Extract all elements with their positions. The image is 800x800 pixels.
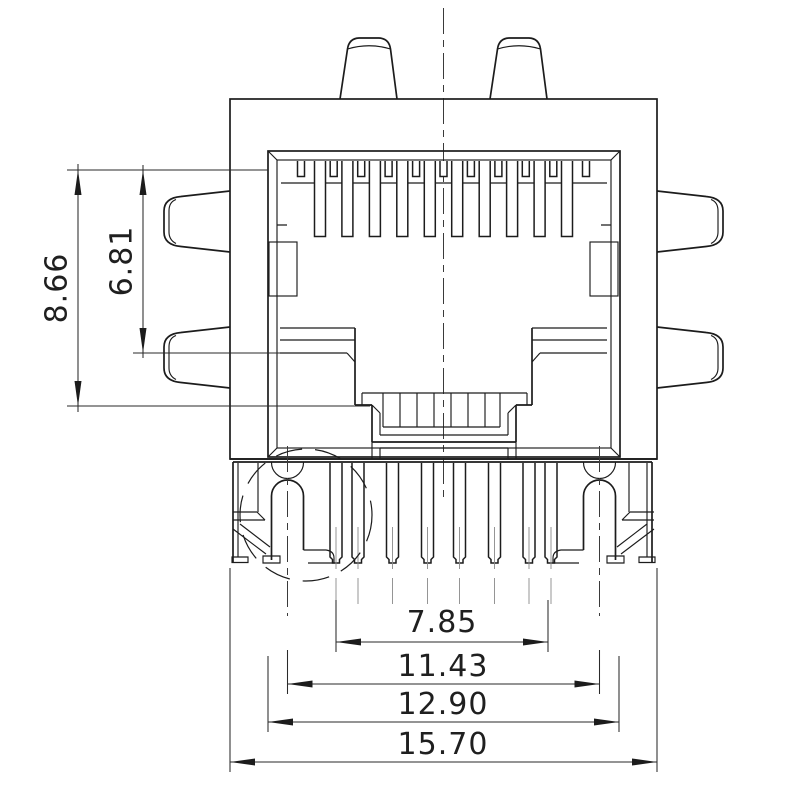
dim-label-post-spacing: 11.43 — [398, 649, 489, 684]
contact-comb — [281, 161, 607, 238]
top-posts — [339, 37, 548, 100]
dimension-pin-row-span: 7.85 — [335, 600, 549, 652]
dimension-opening-width: 12.90 — [267, 656, 620, 732]
dim-label-overall-height: 8.66 — [40, 253, 75, 324]
detail-circle — [239, 448, 373, 582]
bottom-block — [230, 458, 657, 564]
shelf-left — [280, 327, 356, 405]
dim-label-opening-width: 12.90 — [398, 687, 489, 722]
shelf-right — [531, 327, 607, 405]
dim-label-opening-height: 6.81 — [105, 226, 140, 297]
dimension-opening-height: 6.81 — [105, 165, 280, 358]
post-centerlines — [287, 446, 600, 616]
pin-slots — [329, 463, 558, 604]
latch-channel — [355, 392, 532, 443]
jack-opening-frame — [267, 150, 621, 458]
latch-windows — [268, 241, 619, 297]
side-latches-left — [163, 190, 231, 389]
side-latches-right — [656, 190, 724, 389]
dim-label-overall-width: 15.70 — [398, 727, 489, 762]
dim-label-pin-row-span: 7.85 — [407, 605, 478, 640]
dimension-overall-height: 8.66 — [40, 164, 370, 412]
mounting-post-right — [552, 462, 655, 564]
dimension-overall-width: 15.70 — [229, 568, 658, 772]
center-tab — [371, 442, 517, 459]
dimension-post-spacing: 11.43 — [286, 649, 601, 694]
